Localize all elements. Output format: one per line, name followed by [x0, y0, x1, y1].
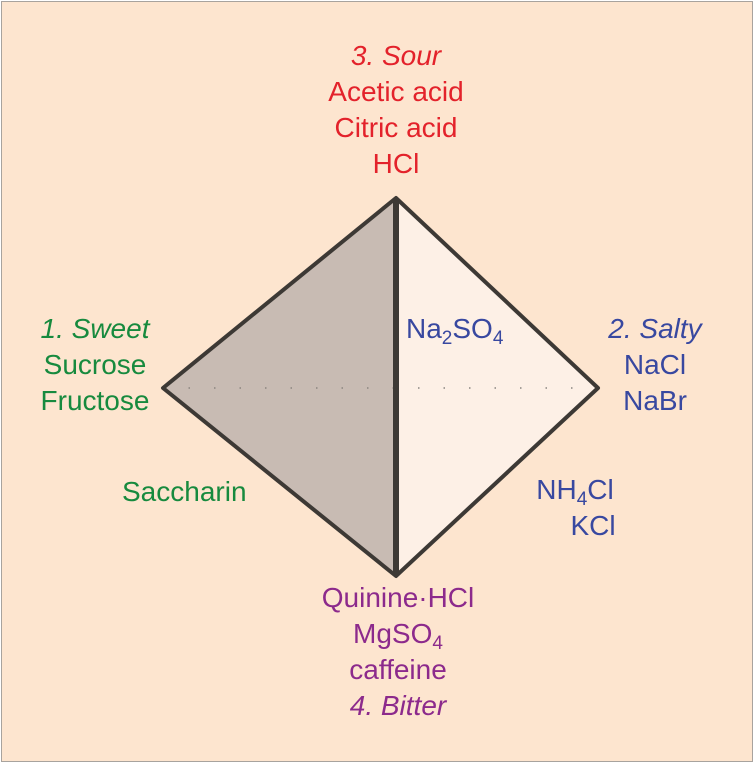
sour-item: Acetic acid [328, 76, 464, 107]
text: Na [406, 313, 442, 344]
saccharin-label: Saccharin [122, 476, 247, 507]
sour-item: Citric acid [334, 112, 458, 143]
subscript: 4 [576, 489, 588, 510]
subscript: 2 [441, 328, 453, 349]
text: NH [536, 474, 577, 505]
light-face [396, 198, 598, 576]
nh4cl: NH4Cl [520, 472, 630, 510]
bitter-item: Quinine·HCl [321, 582, 475, 613]
kcl: KCl [570, 510, 616, 541]
nh4cl-kcl-label: NH4Cl KCl [520, 472, 630, 544]
shaded-face [163, 198, 396, 576]
sweet-title: 1. Sweet [40, 313, 150, 344]
text: Cl [587, 474, 614, 505]
sour-title: 3. Sour [350, 40, 442, 71]
salty-title: 2. Salty [608, 313, 702, 344]
sour-label: 3. Sour Acetic acid Citric acid HCl [296, 38, 496, 182]
subscript: 4 [432, 633, 443, 654]
bitter-title: 4. Bitter [349, 690, 447, 721]
bitter-label: Quinine·HCl MgSO4 caffeine 4. Bitter [280, 580, 516, 724]
salty-item: NaCl [623, 349, 687, 380]
text: SO [452, 313, 493, 344]
sweet-item: Fructose [40, 385, 150, 416]
sour-item: HCl [372, 148, 420, 179]
text: MgSO [353, 618, 433, 649]
salty-item: NaBr [623, 385, 687, 416]
bitter-item: MgSO4 [280, 616, 516, 654]
na2so4-label: Na2SO4 [406, 311, 504, 349]
sweet-item: Sucrose [43, 349, 147, 380]
subscript: 4 [492, 328, 504, 349]
sweet-label: 1. Sweet Sucrose Fructose [20, 311, 170, 419]
salty-label: 2. Salty NaCl NaBr [580, 311, 730, 419]
bitter-item: caffeine [349, 654, 447, 685]
